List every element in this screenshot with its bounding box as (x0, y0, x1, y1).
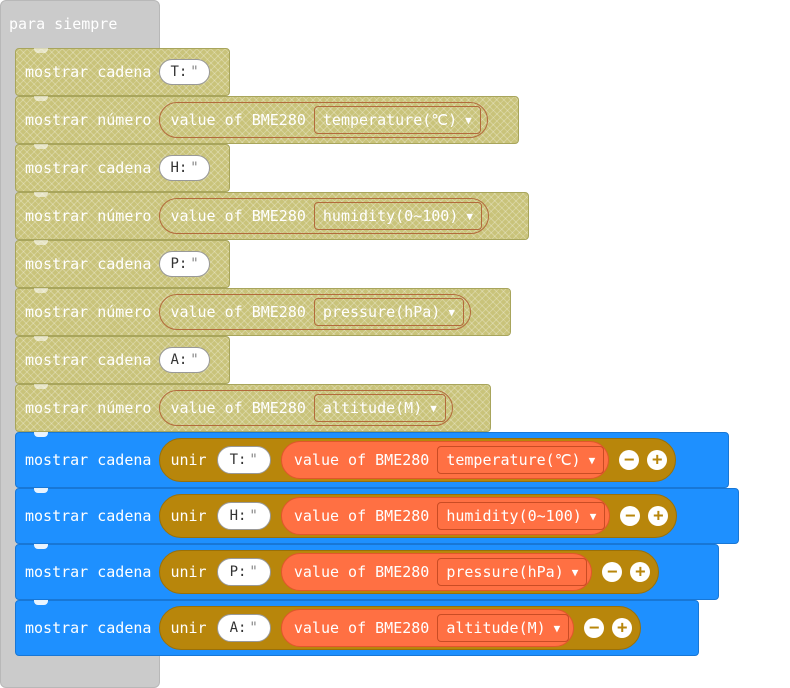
quote-icon: " (190, 160, 199, 176)
quote-icon: " (190, 352, 199, 368)
join-block[interactable]: unir A: " value of BME280 altitude(M)▼ −… (159, 606, 642, 650)
quote-icon: " (190, 256, 199, 272)
show-number-label: mostrar número (25, 399, 152, 417)
forever-label: para siempre (9, 15, 118, 33)
minus-circle-icon[interactable]: − (602, 562, 623, 582)
minus-circle-icon[interactable]: − (620, 506, 641, 526)
string-literal[interactable]: A:" (159, 347, 210, 373)
string-literal[interactable]: P:" (159, 251, 210, 277)
join-block[interactable]: unir P: " value of BME280 pressure(hPa)▼… (159, 550, 660, 594)
join-block[interactable]: unir H: " value of BME280 humidity(0~100… (159, 494, 678, 538)
bme280-label: value of BME280 (293, 563, 430, 581)
show-string-block[interactable]: mostrar cadena P:" (15, 240, 230, 288)
bme280-label: value of BME280 (293, 619, 430, 637)
sensor-dropdown[interactable]: humidity(0~100)▼ (313, 202, 482, 230)
chevron-down-icon: ▼ (430, 401, 437, 415)
plus-circle-icon[interactable]: + (648, 506, 669, 526)
show-string-label: mostrar cadena (25, 507, 152, 525)
bme280-label: value of BME280 (170, 303, 306, 321)
quote-icon: " (249, 452, 258, 468)
bme280-label: value of BME280 (170, 207, 306, 225)
show-string-label: mostrar cadena (25, 255, 152, 273)
chevron-down-icon: ▼ (465, 113, 472, 127)
quote-icon: " (249, 620, 258, 636)
chevron-down-icon: ▼ (448, 305, 455, 319)
show-string-block[interactable]: mostrar cadena T:" (15, 48, 230, 96)
bme280-value-block[interactable]: value of BME280 humidity(0~100)▼ (159, 198, 489, 234)
string-literal[interactable]: T: " (216, 446, 271, 474)
show-string-label: mostrar cadena (25, 63, 152, 81)
string-literal[interactable]: H:" (159, 155, 210, 181)
string-literal[interactable]: P: " (216, 558, 271, 586)
sensor-dropdown[interactable]: pressure(hPa)▼ (437, 558, 588, 586)
show-string-label: mostrar cadena (25, 159, 152, 177)
quote-icon: " (249, 564, 258, 580)
bme280-label: value of BME280 (170, 399, 306, 417)
show-string-block[interactable]: mostrar cadena H:" (15, 144, 230, 192)
show-number-block[interactable]: mostrar número value of BME280 pressure(… (15, 288, 511, 336)
show-number-block[interactable]: mostrar número value of BME280 temperatu… (15, 96, 519, 144)
chevron-down-icon: ▼ (571, 565, 579, 579)
string-literal[interactable]: A: " (216, 614, 271, 642)
sensor-dropdown[interactable]: temperature(℃)▼ (437, 446, 605, 474)
show-number-label: mostrar número (25, 111, 152, 129)
bme280-value-block[interactable]: value of BME280 pressure(hPa)▼ (280, 553, 593, 591)
bme280-label: value of BME280 (293, 507, 430, 525)
chevron-down-icon: ▼ (466, 209, 473, 223)
bme280-value-block[interactable]: value of BME280 altitude(M)▼ (159, 390, 453, 426)
show-number-block[interactable]: mostrar número value of BME280 altitude(… (15, 384, 491, 432)
bme280-value-block[interactable]: value of BME280 temperature(℃)▼ (159, 102, 488, 138)
chevron-down-icon: ▼ (588, 453, 596, 467)
show-number-label: mostrar número (25, 207, 152, 225)
show-string-block[interactable]: mostrar cadena unir A: " value of BME280… (15, 600, 699, 656)
minus-circle-icon[interactable]: − (619, 450, 640, 470)
sensor-dropdown[interactable]: humidity(0~100)▼ (437, 502, 606, 530)
quote-icon: " (249, 508, 258, 524)
join-block[interactable]: unir T: " value of BME280 temperature(℃)… (159, 438, 677, 482)
show-string-label: mostrar cadena (25, 451, 152, 469)
sensor-dropdown[interactable]: altitude(M)▼ (437, 614, 570, 642)
plus-circle-icon[interactable]: + (630, 562, 651, 582)
plus-circle-icon[interactable]: + (612, 618, 633, 638)
show-number-block[interactable]: mostrar número value of BME280 humidity(… (15, 192, 529, 240)
bme280-value-block[interactable]: value of BME280 pressure(hPa)▼ (159, 294, 471, 330)
join-label: unir (170, 451, 207, 469)
bme280-value-block[interactable]: value of BME280 temperature(℃)▼ (280, 441, 610, 479)
show-number-label: mostrar número (25, 303, 152, 321)
sensor-dropdown[interactable]: altitude(M)▼ (313, 394, 446, 422)
show-string-block[interactable]: mostrar cadena unir P: " value of BME280… (15, 544, 719, 600)
bme280-value-block[interactable]: value of BME280 humidity(0~100)▼ (280, 497, 611, 535)
show-string-label: mostrar cadena (25, 619, 152, 637)
sensor-dropdown[interactable]: pressure(hPa)▼ (313, 298, 464, 326)
show-string-label: mostrar cadena (25, 351, 152, 369)
sensor-dropdown[interactable]: temperature(℃)▼ (313, 106, 481, 134)
join-label: unir (170, 507, 207, 525)
show-string-block[interactable]: mostrar cadena unir T: " value of BME280… (15, 432, 729, 488)
chevron-down-icon: ▼ (553, 621, 561, 635)
quote-icon: " (190, 64, 199, 80)
bme280-value-block[interactable]: value of BME280 altitude(M)▼ (280, 609, 575, 647)
string-literal[interactable]: T:" (159, 59, 210, 85)
join-label: unir (170, 563, 207, 581)
bme280-label: value of BME280 (293, 451, 430, 469)
minus-circle-icon[interactable]: − (584, 618, 605, 638)
bme280-label: value of BME280 (170, 111, 306, 129)
show-string-block[interactable]: mostrar cadena unir H: " value of BME280… (15, 488, 739, 544)
show-string-label: mostrar cadena (25, 563, 152, 581)
plus-circle-icon[interactable]: + (647, 450, 668, 470)
join-label: unir (170, 619, 207, 637)
chevron-down-icon: ▼ (589, 509, 597, 523)
show-string-block[interactable]: mostrar cadena A:" (15, 336, 230, 384)
string-literal[interactable]: H: " (216, 502, 271, 530)
